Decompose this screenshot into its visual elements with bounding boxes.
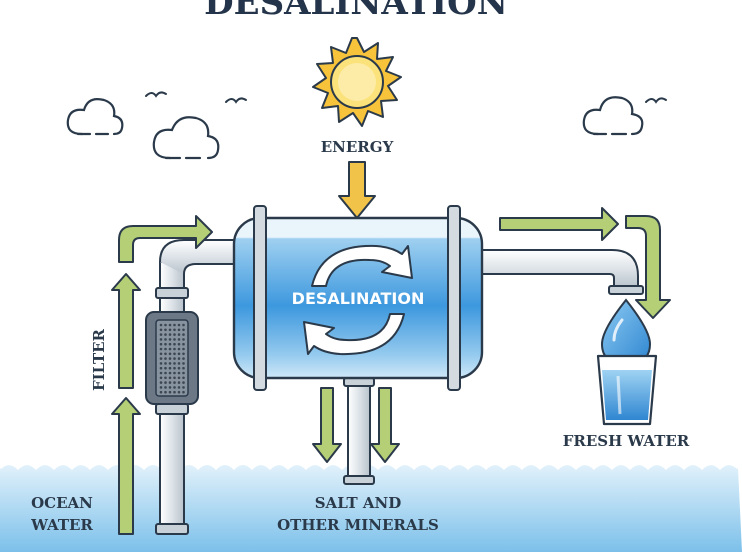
ocean-water-label-line1: OCEAN [31, 494, 93, 512]
arrow-bent-left [118, 215, 213, 263]
page-title: DESALINATION [204, 0, 508, 23]
arrow-up-lower [111, 397, 141, 535]
cloud-icon [66, 98, 124, 136]
pipe-icon [343, 375, 375, 485]
arrow-bent-down [625, 215, 671, 319]
flow-arrows [111, 207, 671, 535]
fresh-water-label: FRESH WATER [563, 432, 690, 450]
energy-label: ENERGY [321, 138, 394, 156]
ocean-water-label-line2: WATER [30, 516, 93, 534]
filter-icon [145, 311, 199, 405]
arrow-down-salt-left [312, 387, 342, 463]
tank-label: DESALINATION [292, 289, 425, 308]
sun-icon [312, 37, 402, 127]
desalination-tank: DESALINATION [232, 205, 484, 391]
salt-label-line1: SALT AND [315, 494, 402, 512]
cloud-icon [152, 116, 220, 160]
arrow-down-salt-right [370, 387, 400, 463]
water-drop-icon [600, 298, 652, 366]
recycle-arrows-icon [303, 244, 413, 356]
bird-icon [145, 91, 667, 104]
filter-label: FILTER [90, 328, 108, 391]
salt-label-line2: OTHER MINERALS [277, 516, 439, 534]
arrow-right-top [499, 207, 619, 241]
glass-icon [596, 354, 658, 426]
pipe-icon [477, 249, 644, 295]
arrow-up-upper [111, 273, 141, 389]
energy-arrow [338, 161, 376, 219]
cloud-icon [582, 96, 644, 136]
